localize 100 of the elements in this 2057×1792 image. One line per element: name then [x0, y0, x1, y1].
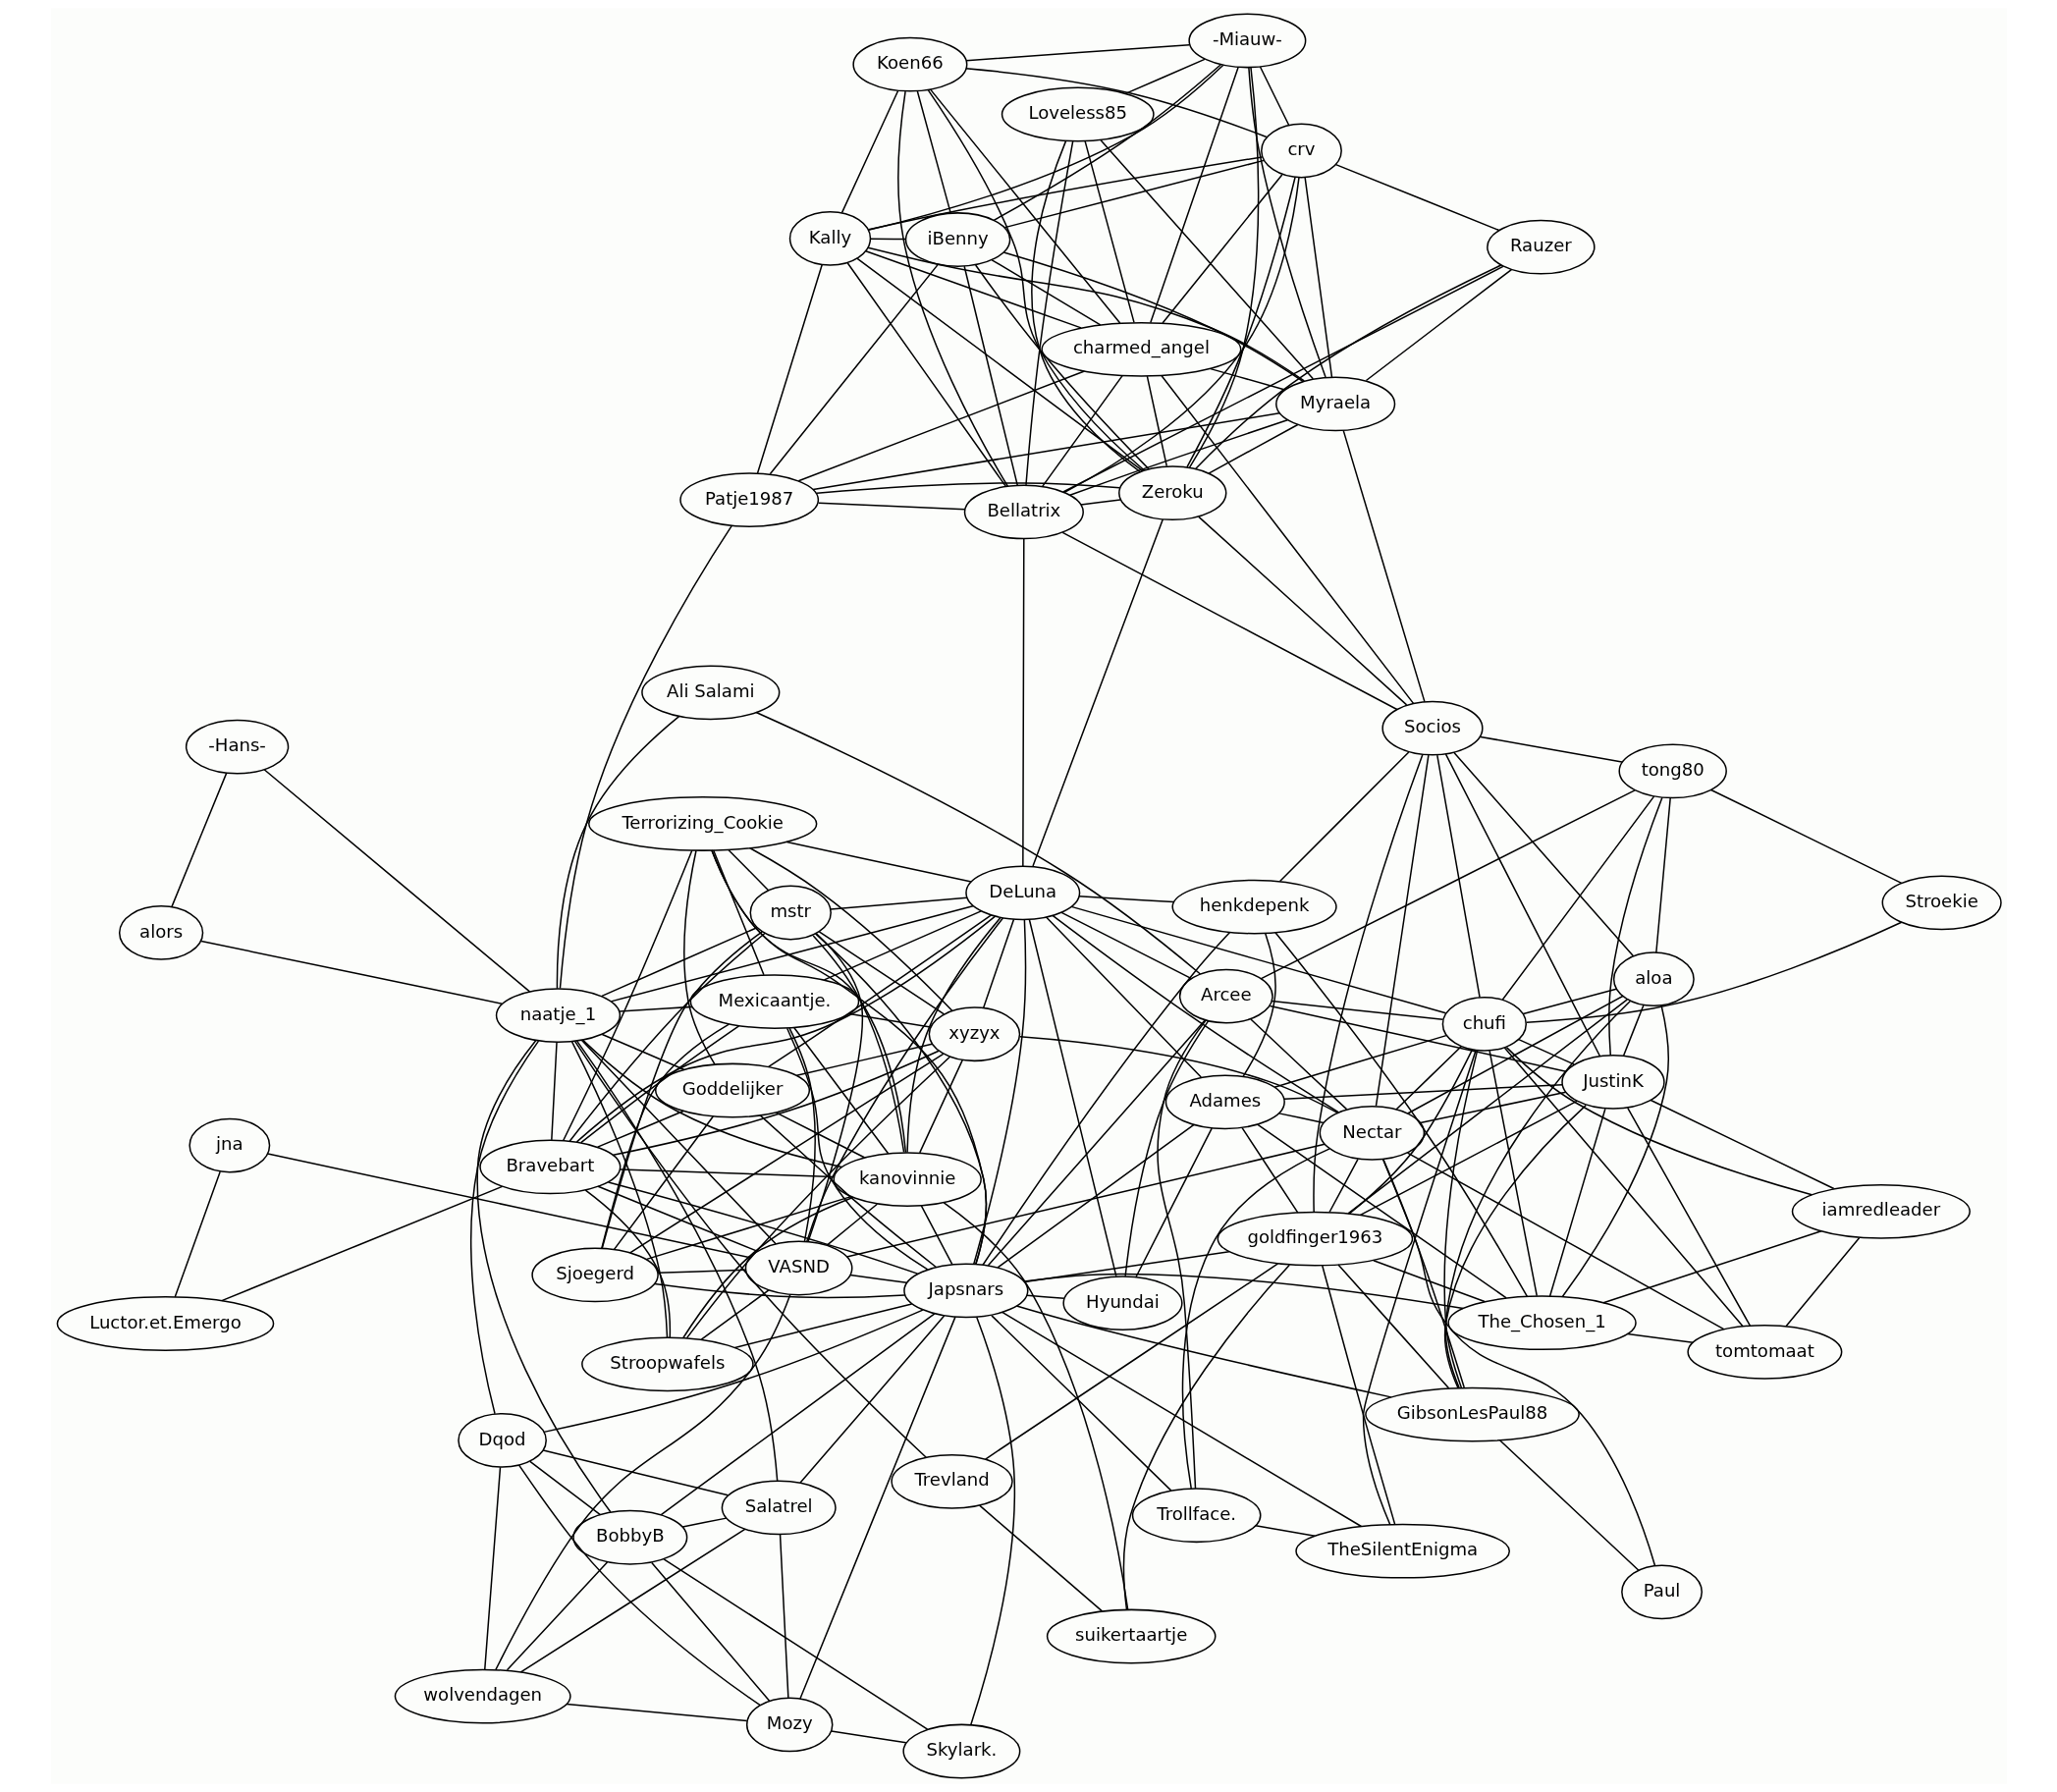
connector	[1077, 896, 1174, 903]
connector	[619, 1168, 835, 1178]
connector	[896, 90, 1008, 487]
connector	[864, 250, 1082, 329]
connector	[1045, 916, 1202, 1078]
connector	[1185, 177, 1296, 468]
connector	[1517, 1038, 1575, 1065]
node-ellipse: DeLuna	[964, 865, 1080, 921]
node-ellipse: -Hans-	[185, 719, 289, 775]
connector	[1041, 374, 1123, 488]
connector	[1601, 1230, 1822, 1304]
connector	[170, 772, 227, 908]
node-ellipse: Paul	[1620, 1564, 1703, 1620]
connector	[1002, 251, 1304, 383]
connector	[964, 43, 1190, 62]
connector	[867, 156, 1263, 231]
connector	[1419, 1091, 1567, 1124]
connector	[660, 1313, 936, 1516]
node-ellipse: Bravebart	[478, 1139, 621, 1195]
node-ellipse: The_Chosen_1	[1446, 1295, 1637, 1351]
connector	[682, 849, 716, 1065]
connector	[579, 1025, 739, 1144]
connector	[565, 1703, 747, 1722]
connector	[656, 1269, 746, 1275]
connector	[817, 502, 965, 511]
connector	[612, 1050, 940, 1156]
connector	[1241, 933, 1276, 1078]
connector	[996, 1123, 1195, 1269]
connector	[1372, 1259, 1486, 1303]
node-ellipse: Mozy	[745, 1697, 833, 1753]
connector	[1525, 921, 1902, 1023]
connector	[1061, 531, 1398, 711]
connector	[1654, 796, 1671, 953]
connector	[528, 1460, 601, 1516]
connector	[1561, 1005, 1669, 1298]
connector	[818, 931, 945, 1015]
connector	[542, 1449, 729, 1496]
connector	[556, 715, 679, 990]
connector	[1083, 139, 1135, 324]
connector	[840, 89, 898, 214]
connector	[1505, 1046, 1813, 1196]
connector	[797, 370, 1085, 482]
connector	[815, 482, 1120, 495]
node-ellipse: Rauzer	[1486, 219, 1596, 275]
connector	[798, 1316, 956, 1700]
node-ellipse: charmed_angel	[1040, 321, 1241, 377]
connector	[918, 1059, 963, 1154]
connector	[559, 524, 732, 990]
connector	[1025, 1294, 1065, 1300]
connector	[1359, 1100, 1578, 1217]
connector	[1607, 796, 1663, 1057]
node-ellipse: tomtomaat	[1686, 1324, 1842, 1380]
node-ellipse: henkdepenk	[1170, 879, 1337, 935]
connector	[1124, 58, 1206, 95]
connector	[825, 1203, 878, 1247]
connector	[262, 768, 530, 993]
connector	[517, 1464, 761, 1707]
node-ellipse: Bellatrix	[963, 484, 1084, 540]
node-ellipse: xyzyx	[928, 1006, 1020, 1062]
connector	[1022, 1273, 1464, 1310]
connector	[867, 64, 1223, 232]
node-ellipse: Arcee	[1178, 968, 1273, 1024]
connector	[568, 932, 766, 1143]
connector	[1341, 429, 1426, 703]
node-ellipse: TheSilentEnigma	[1294, 1523, 1510, 1579]
connector	[650, 1561, 770, 1702]
connector	[964, 68, 1268, 138]
connector	[1327, 1158, 1359, 1214]
connector	[506, 1561, 608, 1671]
connector	[542, 1309, 924, 1434]
connector	[1068, 418, 1288, 497]
connector	[1444, 1000, 1631, 1389]
node-ellipse: Kally	[788, 210, 871, 266]
connector	[1336, 1264, 1449, 1389]
connector	[1061, 265, 1504, 493]
connector	[596, 1185, 758, 1253]
connector	[1156, 1019, 1207, 1490]
connector	[984, 1263, 1278, 1460]
connector	[710, 849, 906, 1154]
connector	[662, 1558, 928, 1730]
node-ellipse: Stroekie	[1881, 875, 2002, 931]
connector	[1269, 1005, 1567, 1073]
connector	[1273, 932, 1528, 1298]
node-ellipse: Luctor.et.Emergo	[56, 1296, 274, 1351]
connector	[1099, 138, 1314, 380]
connector	[1334, 163, 1499, 232]
connector	[1365, 268, 1512, 382]
node-ellipse: chufi	[1441, 997, 1527, 1052]
connector	[767, 914, 992, 1068]
connector	[607, 1181, 918, 1275]
node-ellipse: Hyundai	[1061, 1276, 1183, 1330]
connector	[1028, 918, 1117, 1277]
connector	[1063, 176, 1300, 494]
connector	[848, 1274, 907, 1283]
connector	[982, 918, 1014, 1008]
node-ellipse: Trevland	[890, 1453, 1013, 1509]
connector	[1161, 174, 1283, 324]
connector	[570, 1041, 668, 1338]
connector	[927, 88, 1145, 471]
connector	[580, 1039, 777, 1245]
